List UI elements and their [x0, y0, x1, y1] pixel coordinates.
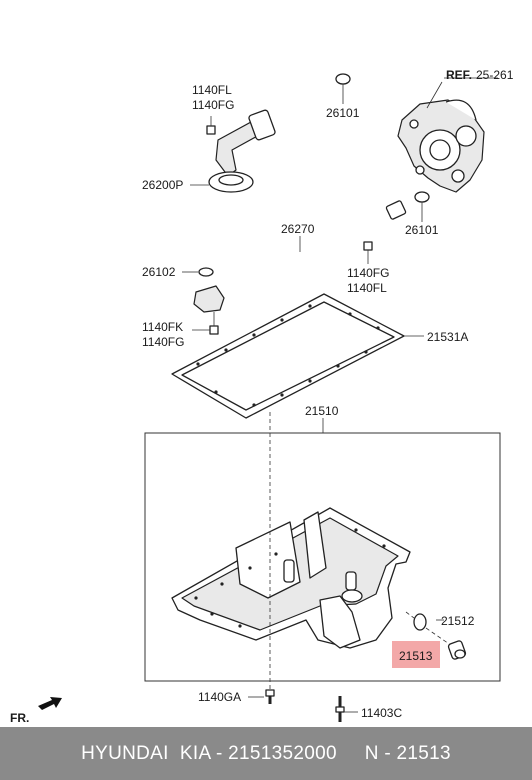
label-21510: 21510 — [305, 404, 339, 418]
label-1140fk: 1140FK — [142, 320, 183, 334]
label-26101-top: 26101 — [326, 106, 360, 120]
label-11403c: 11403C — [361, 706, 402, 720]
label-26102: 26102 — [142, 265, 176, 279]
label-1140fg-top: 1140FG — [192, 98, 234, 112]
label-fr: FR. — [10, 711, 29, 725]
drain-plug-21512 — [447, 640, 467, 660]
assembly-box-21510 — [144, 432, 501, 682]
o-ring-26101-top — [335, 73, 351, 85]
footer-text: HYUNDAI KIA - 2151352000 N - 21513 — [81, 742, 451, 764]
washer-21513 — [413, 613, 427, 631]
highlight-21513 — [392, 641, 440, 668]
parts-diagram: REF. 25-261 1140FL 1140FG 26101 26200P 2… — [10, 68, 514, 725]
oil-pipe-26270 — [193, 200, 407, 313]
gasket-21531a — [171, 293, 405, 419]
label-1140fl-mid: 1140FL — [347, 281, 387, 295]
label-21531a: 21531A — [427, 330, 468, 344]
label-26101-right: 26101 — [405, 223, 439, 237]
label-1140fg-low: 1140FG — [142, 335, 184, 349]
footer-bar: HYUNDAI KIA - 2151352000 N - 21513 — [0, 727, 532, 780]
label-26270: 26270 — [281, 222, 315, 236]
label-1140fl-top: 1140FL — [192, 83, 232, 97]
bolt-1140fl-top — [206, 116, 216, 135]
oil-pan-21510 — [171, 507, 411, 649]
front-arrow-icon — [38, 697, 62, 710]
oil-pump — [397, 99, 485, 193]
label-26200p: 26200P — [142, 178, 183, 192]
o-ring-26101-right — [414, 191, 430, 203]
label-1140fg-mid: 1140FG — [347, 266, 389, 280]
o-ring-26102 — [198, 267, 214, 277]
bolt-1140fk — [192, 312, 219, 335]
label-ref-number: 25-261 — [476, 68, 514, 82]
label-ref: REF. — [446, 68, 472, 82]
bolt-1140ga — [265, 689, 275, 704]
stud-11403c — [335, 696, 345, 722]
label-1140ga: 1140GA — [198, 690, 241, 704]
label-21513: 21513 — [399, 649, 433, 663]
bolt-1140fg-mid — [363, 241, 373, 264]
label-21512: 21512 — [441, 614, 475, 628]
oil-strainer-26200p — [208, 109, 276, 193]
